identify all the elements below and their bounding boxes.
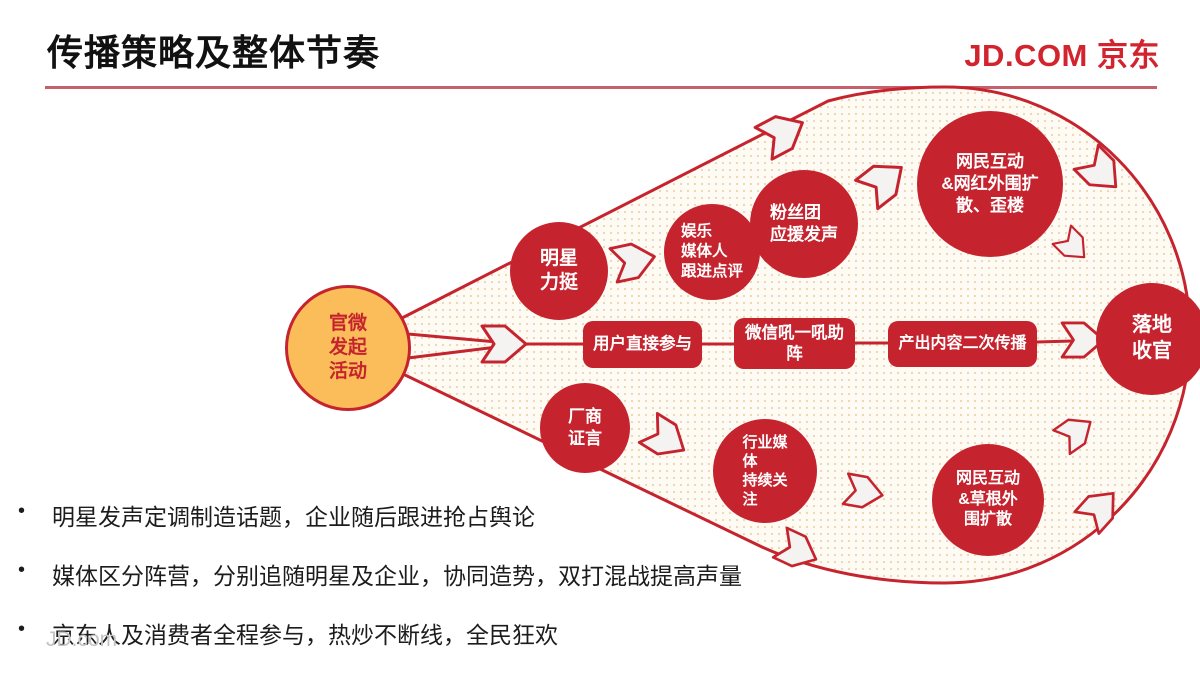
bullet-item: • 媒体区分阵营，分别追随明星及企业，协同造势，双打混战提高声量 [18, 557, 778, 591]
box-user-participation: 用户直接参与 [583, 321, 702, 368]
bullet-text: 明星发声定调制造话题，企业随后跟进抢占舆论 [52, 504, 535, 530]
node-origin-weibo-launch: 官微 发起 活动 [285, 285, 411, 411]
bullet-item: • 明星发声定调制造话题，企业随后跟进抢占舆论 [18, 498, 778, 532]
node-landing-finale: 落地 收官 [1096, 283, 1200, 395]
node-entertainment-media: 娱乐 媒体人 跟进点评 [664, 204, 760, 300]
node-netizen-influencer-spread: 网民互动 &网红外围扩 散、歪楼 [917, 111, 1063, 257]
jd-watermark: JD.com [46, 628, 118, 651]
bullet-marker: • [18, 618, 26, 640]
title-underline [45, 86, 1157, 89]
bullet-marker: • [18, 500, 26, 522]
bullet-marker: • [18, 559, 26, 581]
jd-logo: JD.COM 京东 [964, 38, 1160, 73]
flow-lines [406, 332, 1110, 360]
node-vendor-testimony: 厂商 证言 [540, 383, 630, 473]
box-wechat-support: 微信吼一吼助阵 [734, 318, 855, 369]
box-content-respread: 产出内容二次传播 [888, 321, 1037, 367]
node-fans-support: 粉丝团 应援发声 [750, 170, 858, 278]
bullet-item: • 京东人及消费者全程参与，热炒不断线，全民狂欢 [18, 616, 778, 650]
node-netizen-grassroots-spread: 网民互动 &草根外 围扩散 [932, 444, 1044, 556]
summary-bullets: • 明星发声定调制造话题，企业随后跟进抢占舆论 • 媒体区分阵营，分别追随明星及… [18, 498, 778, 675]
bullet-text: 京东人及消费者全程参与，热炒不断线，全民狂欢 [52, 622, 558, 648]
node-star-support: 明星 力挺 [510, 222, 608, 320]
node-industry-media: 行业媒 体 持续关 注 [713, 419, 817, 523]
bullet-text: 媒体区分阵营，分别追随明星及企业，协同造势，双打混战提高声量 [52, 563, 742, 589]
page-title: 传播策略及整体节奏 [47, 32, 381, 73]
